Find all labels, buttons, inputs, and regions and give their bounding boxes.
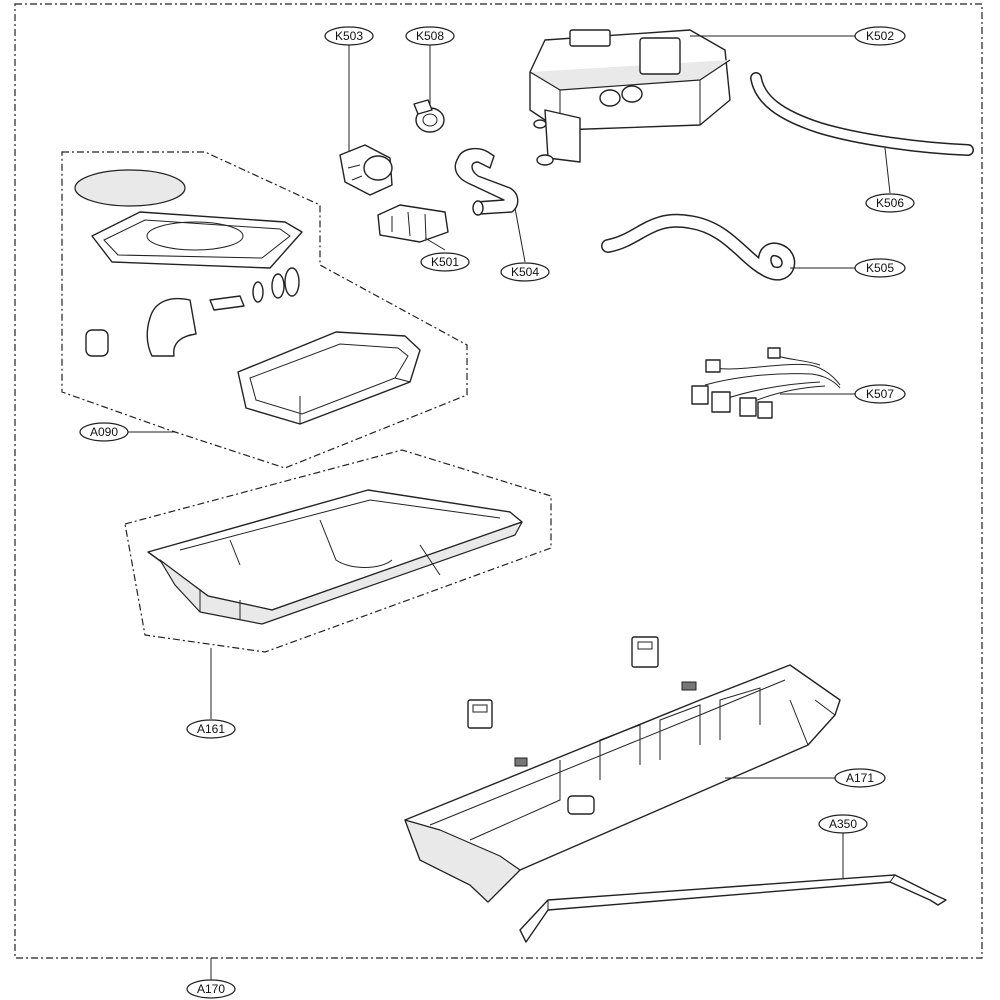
o-ring-medium xyxy=(271,273,285,299)
assembly-boundary-a170 xyxy=(14,3,983,959)
o-ring-large xyxy=(284,267,300,297)
connector xyxy=(209,295,245,311)
clip-lower xyxy=(467,699,493,729)
k501-connector xyxy=(377,204,449,243)
k502-tank xyxy=(529,29,731,166)
k508-clamp xyxy=(413,99,445,133)
a161-tray xyxy=(147,489,523,625)
svg-text:K508: K508 xyxy=(416,29,444,43)
a350-bracket xyxy=(519,874,947,943)
subassembly-boundary-a161 xyxy=(124,449,552,653)
elbow-hose xyxy=(146,297,197,357)
svg-text:A170: A170 xyxy=(197,982,225,996)
svg-text:K507: K507 xyxy=(866,387,894,401)
label-k503: K503 xyxy=(324,26,374,46)
label-k501: K501 xyxy=(420,252,470,272)
o-ring-small xyxy=(252,281,264,303)
label-k502: K502 xyxy=(854,26,906,46)
a171-housing xyxy=(404,664,841,903)
damper xyxy=(85,329,109,357)
label-a350: A350 xyxy=(818,814,868,834)
svg-text:A171: A171 xyxy=(846,771,874,785)
a090-parts xyxy=(74,169,421,425)
leader-lines xyxy=(128,35,891,980)
svg-text:A161: A161 xyxy=(197,722,225,736)
label-a171: A171 xyxy=(834,768,886,788)
label-a161: A161 xyxy=(186,719,236,739)
k506-hose xyxy=(750,72,974,156)
label-k505: K505 xyxy=(854,258,906,278)
svg-text:K502: K502 xyxy=(866,29,894,43)
label-k508: K508 xyxy=(405,26,455,46)
svg-text:A350: A350 xyxy=(829,817,857,831)
filter-frame xyxy=(91,211,303,269)
k507-harness xyxy=(691,347,841,419)
float-cap xyxy=(74,169,186,207)
k505-hose xyxy=(601,213,796,281)
label-a170: A170 xyxy=(186,979,236,999)
k504-hose xyxy=(454,147,519,216)
svg-text:K506: K506 xyxy=(876,196,904,210)
label-k507: K507 xyxy=(854,384,906,404)
small-tray xyxy=(237,331,421,425)
svg-text:A090: A090 xyxy=(90,425,118,439)
subassembly-boundary-a090 xyxy=(61,151,468,469)
svg-text:K505: K505 xyxy=(866,261,894,275)
svg-text:K504: K504 xyxy=(511,265,539,279)
label-k504: K504 xyxy=(500,262,550,282)
svg-text:K503: K503 xyxy=(335,29,363,43)
label-k506: K506 xyxy=(865,193,915,213)
svg-text:K501: K501 xyxy=(431,255,459,269)
label-a090: A090 xyxy=(79,422,129,442)
k503-valve xyxy=(339,144,393,196)
